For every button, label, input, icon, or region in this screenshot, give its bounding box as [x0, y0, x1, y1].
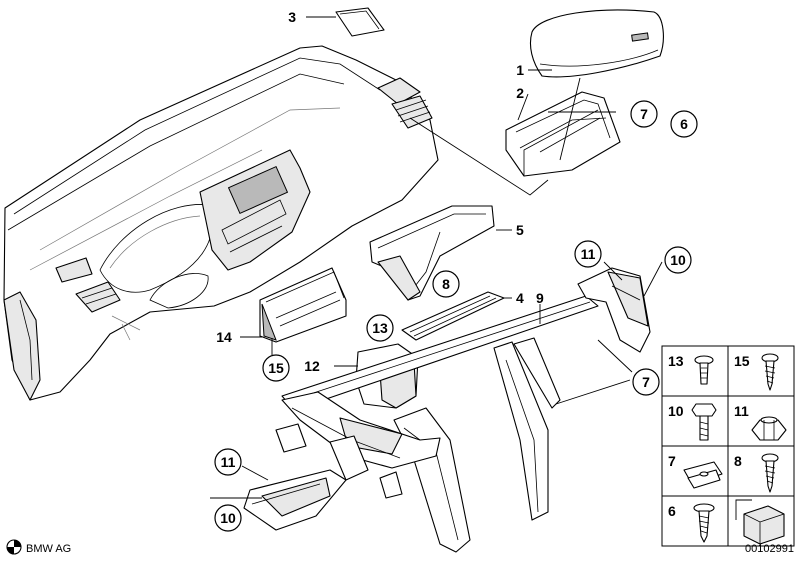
label-part-7-right: 7 [642, 374, 650, 390]
legend-label-8: 8 [734, 453, 742, 469]
rubber-damper-icon [735, 499, 785, 545]
pan-head-screw-icon [761, 453, 779, 493]
label-part-9: 9 [536, 290, 544, 306]
washer-screw-icon [693, 503, 715, 543]
self-tapping-screw-icon [761, 353, 779, 391]
callout-circle-13 [366, 314, 394, 342]
label-part-5: 5 [516, 222, 524, 238]
part-1-airbag-cover [528, 9, 664, 78]
legend-tile-6 [661, 495, 729, 547]
legend-tile-15 [727, 345, 795, 397]
label-part-11-right: 11 [581, 246, 596, 262]
push-rivet-icon [694, 355, 714, 385]
part-14-glove-box [240, 267, 347, 355]
legend-label-15: 15 [734, 353, 750, 369]
callout-circle-6 [670, 110, 698, 138]
callout-circle-7-right [632, 368, 660, 396]
label-part-3: 3 [288, 9, 296, 25]
legend-label-13: 13 [668, 353, 684, 369]
callout-circle-15 [262, 354, 290, 382]
hex-bolt-icon [691, 403, 717, 441]
clip-nut-icon [683, 461, 723, 489]
footer: BMW AG 00102991 [6, 539, 794, 555]
part-3-cover [306, 7, 385, 37]
brand-text: BMW AG [26, 543, 71, 555]
callout-circle-11-left [214, 448, 242, 476]
callout-labels: 3 1 2 7 6 5 8 4 9 11 10 13 12 14 15 7 11… [214, 9, 698, 532]
legend-label-7: 7 [668, 453, 676, 469]
callout-circle-10-right [664, 246, 692, 274]
label-part-12: 12 [304, 358, 320, 374]
diagram-code: 00102991 [745, 543, 794, 555]
fastener-legend: 13 15 10 11 7 8 6 [661, 345, 795, 547]
callout-circle-10-left [214, 504, 242, 532]
callout-circle-11-right [574, 240, 602, 268]
label-part-15: 15 [268, 360, 284, 376]
label-part-4: 4 [516, 290, 524, 306]
label-part-2: 2 [516, 85, 524, 101]
hex-nut-icon [751, 416, 787, 441]
label-part-6: 6 [680, 116, 688, 132]
label-part-7-top: 7 [640, 106, 648, 122]
part-9-cross-member [210, 261, 663, 553]
legend-label-11: 11 [734, 403, 749, 419]
dashboard-panel [3, 45, 439, 401]
legend-label-6: 6 [668, 503, 676, 519]
legend-label-10: 10 [668, 403, 684, 419]
label-part-8: 8 [442, 276, 450, 292]
label-part-10-left: 10 [220, 510, 236, 526]
label-part-1: 1 [516, 62, 524, 78]
callout-circle-8 [432, 270, 460, 298]
legend-tile-10 [661, 395, 729, 447]
callout-circle-7-top [630, 100, 658, 128]
label-part-13: 13 [372, 320, 388, 336]
label-part-11-left: 11 [221, 454, 236, 470]
part-5-air-duct [369, 205, 512, 301]
label-part-10-right: 10 [670, 252, 686, 268]
label-part-14: 14 [216, 329, 232, 345]
legend-tile-13 [661, 345, 729, 397]
part-2-airbag-housing [409, 77, 621, 196]
part-4-trim-strip [401, 291, 512, 341]
